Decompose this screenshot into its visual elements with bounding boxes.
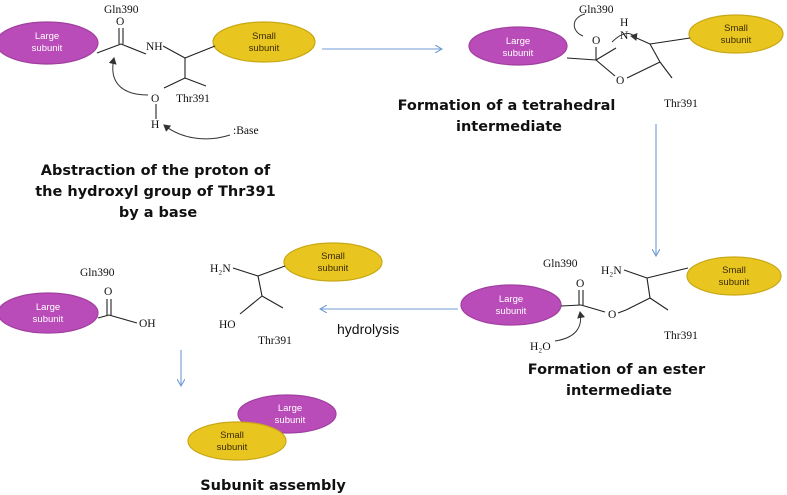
small-subunit-2 xyxy=(688,14,784,54)
charge-curve xyxy=(573,13,586,37)
tetrahedral-o-minus: O xyxy=(592,35,600,47)
thr391-label-3: Thr391 xyxy=(664,330,698,342)
acid-oh: OH xyxy=(139,318,156,330)
thr-ho: HO xyxy=(219,319,236,331)
h-on-n-2: H xyxy=(620,17,628,29)
small-subunit-3 xyxy=(686,256,782,296)
hydrolysis-label: hydrolysis xyxy=(337,321,399,337)
carbonyl-o-1: O xyxy=(116,16,124,28)
gln390-label-4: Gln390 xyxy=(80,267,115,279)
ester-o: O xyxy=(608,309,616,321)
small-subunit-1 xyxy=(212,21,316,63)
large-subunit-1 xyxy=(0,21,99,65)
hydroxyl-o-1: O xyxy=(151,93,159,105)
base-label: :Base xyxy=(233,125,259,137)
nh-2: N xyxy=(620,30,629,42)
thr391-label-4: Thr391 xyxy=(258,335,292,347)
thr391-label-2: Thr391 xyxy=(664,98,698,110)
h2n-4: H₂N xyxy=(210,263,231,275)
water-label: H₂O xyxy=(530,341,551,353)
nh-1: NH xyxy=(146,41,163,53)
large-subunit-3 xyxy=(460,284,562,326)
electron-arrow-1b xyxy=(163,124,231,140)
gln390-label-3: Gln390 xyxy=(543,258,578,270)
electron-arrow-2 xyxy=(611,32,638,43)
large-subunit-2 xyxy=(468,26,568,66)
electron-arrow-1a xyxy=(108,57,149,96)
electron-arrow-3 xyxy=(554,311,586,342)
h2n-3: H₂N xyxy=(601,265,622,277)
hydroxyl-h-1: H xyxy=(151,119,159,131)
large-subunit-4 xyxy=(0,292,99,334)
gln390-label-1: Gln390 xyxy=(104,4,139,16)
step1-caption: Abstraction of the proton of the hydroxy… xyxy=(35,163,280,221)
ring-o-2: O xyxy=(616,75,624,87)
large-subunit-5 xyxy=(237,394,337,434)
thr391-label-1: Thr391 xyxy=(176,93,210,105)
small-subunit-5 xyxy=(187,421,287,461)
gln390-label-2: Gln390 xyxy=(579,4,614,16)
ester-carbonyl-o: O xyxy=(576,278,584,290)
acid-carbonyl-o: O xyxy=(104,286,112,298)
small-subunit-4 xyxy=(283,242,383,282)
step5-caption: Subunit assembly xyxy=(200,478,346,494)
step2-caption: Formation of a tetrahedral intermediate xyxy=(398,98,621,135)
step3-caption: Formation of an ester intermediate xyxy=(528,362,710,399)
